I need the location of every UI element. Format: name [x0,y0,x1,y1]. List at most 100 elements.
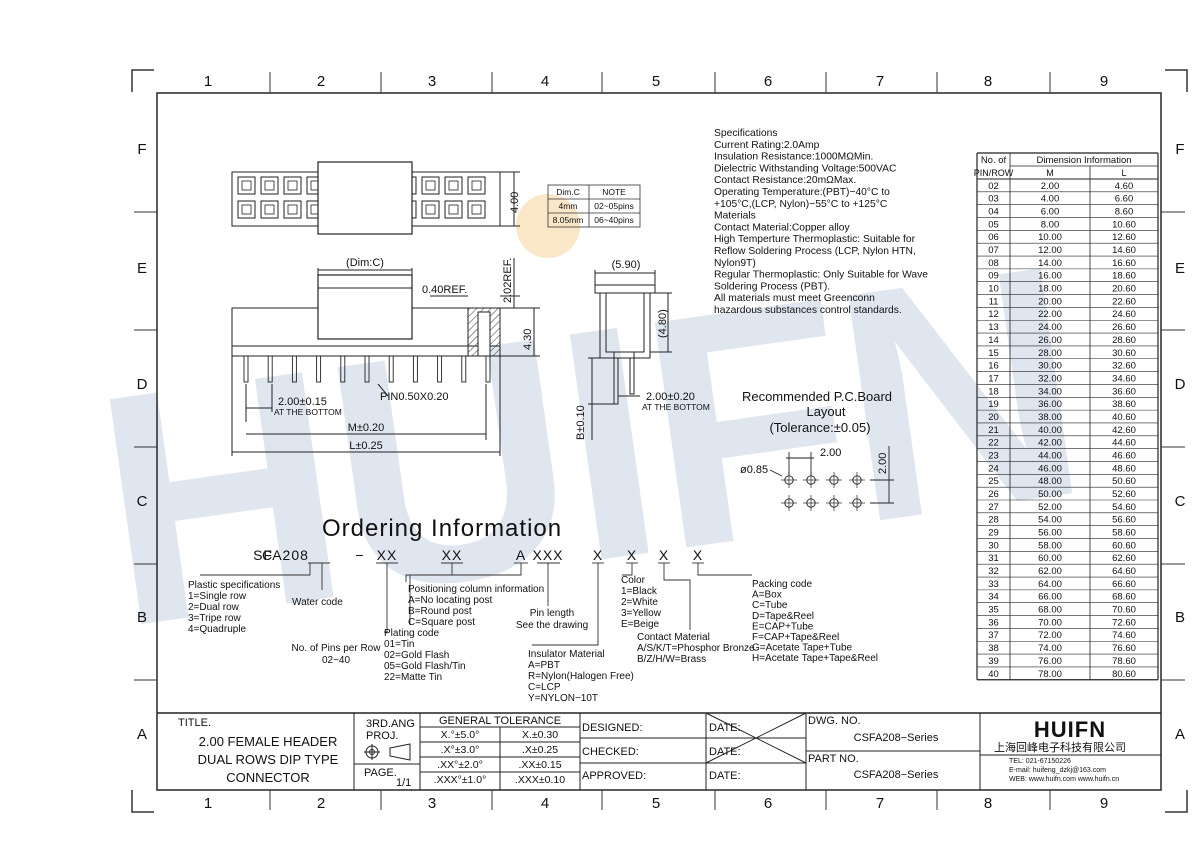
zone-col-top: 5 [652,73,660,90]
table-cell-l: 26.60 [1112,322,1136,333]
table-cell-m: 78.00 [1038,669,1062,680]
pcb-tolerance: (Tolerance:±0.05) [769,420,870,435]
packing-code: C=Tube [752,600,788,611]
pin [364,355,370,383]
table-header-pin: PIN/ROW [974,168,1014,178]
packing-code: Packing code [752,579,812,590]
table-cell-pins: 05 [988,219,999,230]
plastic-spec: Plastic specifications [188,580,280,591]
table-cell-l: 58.60 [1112,528,1136,539]
ordering-code-segment: SFA208 [253,547,309,563]
contact-material: B/Z/H/W=Brass [637,654,706,665]
plastic-spec: 3=Tripe row [188,613,241,624]
zone-col-bottom: 2 [317,795,325,812]
page-label: PAGE. [364,767,397,779]
zone-col-bottom: 9 [1100,795,1108,812]
table-cell-m: 28.00 [1038,348,1062,359]
table-cell-pins: 06 [988,232,999,243]
table-cell-m: 34.00 [1038,386,1062,397]
table-cell-pins: 12 [988,309,999,320]
tolerance-linear: .X±0.25 [522,744,558,756]
contact-square [444,200,463,219]
dimc-row1-note: 02~05pins [594,201,633,211]
dim-h-480: (4.80) [657,309,669,338]
approved-label: APPROVED: [582,770,646,782]
table-cell-m: 18.00 [1038,284,1062,295]
ordering-title: Ordering Information [322,515,562,542]
positioning-info: Positioning column information [408,584,544,595]
contact-square [283,200,302,219]
table-header-dim: Dimension Information [1036,155,1131,166]
spec-line: All materials must meet Greenconn [714,293,875,304]
table-cell-pins: 36 [988,617,999,628]
table-cell-l: 56.60 [1112,515,1136,526]
table-cell-l: 72.60 [1112,617,1136,628]
packing-code: A=Box [752,590,782,601]
packing-code: D=Tape&Reel [752,611,814,622]
ordering-code-segment: C [262,547,273,563]
pcb-title-1: Recommended P.C.Board [742,389,892,404]
contact-square [237,176,256,195]
dimc-header-note: NOTE [602,187,626,197]
positioning-info: B=Round post [408,606,472,617]
table-cell-l: 42.60 [1112,425,1136,436]
table-cell-l: 30.60 [1112,348,1136,359]
contact-square-inner [264,180,275,191]
dimc-row1-dim: 4mm [559,201,578,211]
pin [461,355,467,383]
contact-square-inner [471,180,482,191]
company-web: WEB: www.huifn.com www.huifn.cn [1009,776,1119,783]
pin-length: See the drawing [516,620,588,631]
table-cell-m: 42.00 [1038,438,1062,449]
title-label: TITLE. [178,717,211,729]
zone-row-right: C [1175,493,1186,510]
color-code: 3=Yellow [621,608,662,619]
table-cell-l: 40.60 [1112,412,1136,423]
table-cell-pins: 19 [988,399,999,410]
insulator-material: A=PBT [528,660,560,671]
ordering-code-segment: X [627,547,637,563]
table-cell-l: 24.60 [1112,309,1136,320]
dim-h-430: 4.30 [522,329,534,350]
spec-line: Operating Temperature:(PBT)−40°C to [714,187,890,198]
table-cell-l: 16.60 [1112,258,1136,269]
table-cell-m: 52.00 [1038,502,1062,513]
plastic-spec: 4=Quadruple [188,624,247,635]
table-cell-l: 8.60 [1115,207,1134,218]
contact-square [237,200,256,219]
dimc-table [547,184,641,228]
zone-row-right: E [1175,260,1185,277]
positioning-info: A=No locating post [408,595,492,606]
table-cell-pins: 03 [988,194,999,205]
contact-square-inner [471,204,482,215]
packing-code: G=Acetate Tape+Tube [752,643,853,654]
table-cell-pins: 08 [988,258,999,269]
pcb-pitch-x: 2.00 [820,447,841,459]
table-cell-m: 60.00 [1038,553,1062,564]
dim-c-label: (Dim:C) [346,257,384,269]
table-cell-pins: 31 [988,553,999,564]
checked-label: CHECKED: [582,746,639,758]
zone-col-bottom: 7 [876,795,884,812]
pin [388,355,394,383]
pin [243,355,249,383]
spec-line: Current Rating:2.0Amp [714,140,820,151]
dimc-row2-dim: 8.05mm [553,215,584,225]
table-cell-l: 38.60 [1112,399,1136,410]
spec-line: hazardous substances control standards. [714,305,902,316]
spec-line: Soldering Process (PBT). [714,281,830,292]
positioning-info: C=Square post [408,617,475,628]
title-line-1: 2.00 FEMALE HEADER [199,734,338,749]
table-cell-pins: 07 [988,245,999,256]
spec-line: Contact Material:Copper alloy [714,222,850,233]
table-cell-pins: 33 [988,579,999,590]
color-code: E=Beige [621,619,660,630]
spec-line: +105°C,(LCP, Nylon)−55°C to +125°C [714,199,888,210]
ordering-leaders [200,562,752,646]
contact-square [444,176,463,195]
contact-square [283,176,302,195]
table-cell-l: 80.60 [1112,669,1136,680]
